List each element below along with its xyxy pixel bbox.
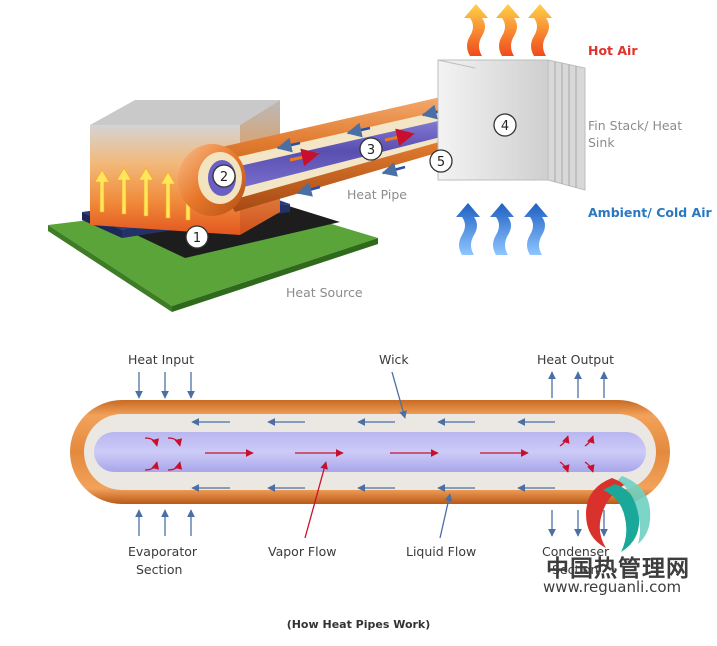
svg-text:4: 4 <box>501 119 509 134</box>
watermark-name: 中国热管理网 <box>546 556 690 582</box>
heat-input-label: Heat Input <box>128 352 194 367</box>
fin-stack <box>437 59 586 191</box>
condenser-label-line2: Section <box>552 562 599 577</box>
marker-4: 4 <box>493 113 517 137</box>
evaporator-label-line2: Section <box>136 562 183 577</box>
marker-2: 2 <box>212 164 236 188</box>
marker-3: 3 <box>359 137 383 161</box>
condenser-label: Condenser <box>542 544 610 559</box>
marker-1: 1 <box>185 225 209 249</box>
fin-stack-label-line2: Sink <box>588 135 615 150</box>
watermark-logo <box>586 476 651 552</box>
watermark-url: www.reguanli.com <box>543 578 682 596</box>
heat-pipe-label: Heat Pipe <box>347 187 407 202</box>
condenser-arrows <box>548 510 608 537</box>
svg-text:3: 3 <box>367 143 375 158</box>
cold-air-arrows <box>456 203 548 255</box>
svg-text:2: 2 <box>220 170 228 185</box>
hot-air-label: Hot Air <box>588 43 638 58</box>
evaporator-label: Evaporator <box>128 544 198 559</box>
svg-text:5: 5 <box>437 155 445 170</box>
wick-label: Wick <box>379 352 409 367</box>
vapor-flow-label: Vapor Flow <box>268 544 337 559</box>
figure-caption: (How Heat Pipes Work) <box>286 618 431 631</box>
leader-lines <box>304 371 453 539</box>
vapor-arrows <box>144 435 595 473</box>
liquid-flow-label: Liquid Flow <box>406 544 477 559</box>
heat-output-label: Heat Output <box>537 352 615 367</box>
heat-output-arrows <box>548 371 608 398</box>
heat-source-label: Heat Source <box>286 285 363 300</box>
svg-text:1: 1 <box>193 231 201 246</box>
evaporator-arrows <box>135 509 195 536</box>
fin-stack-label: Fin Stack/ Heat <box>588 118 683 133</box>
ambient-air-label: Ambient/ Cold Air <box>588 205 712 220</box>
heat-pipe-cross-section <box>70 400 670 504</box>
hot-air-arrows <box>464 4 552 56</box>
marker-5: 5 <box>429 149 453 173</box>
heat-input-arrows <box>135 372 195 399</box>
